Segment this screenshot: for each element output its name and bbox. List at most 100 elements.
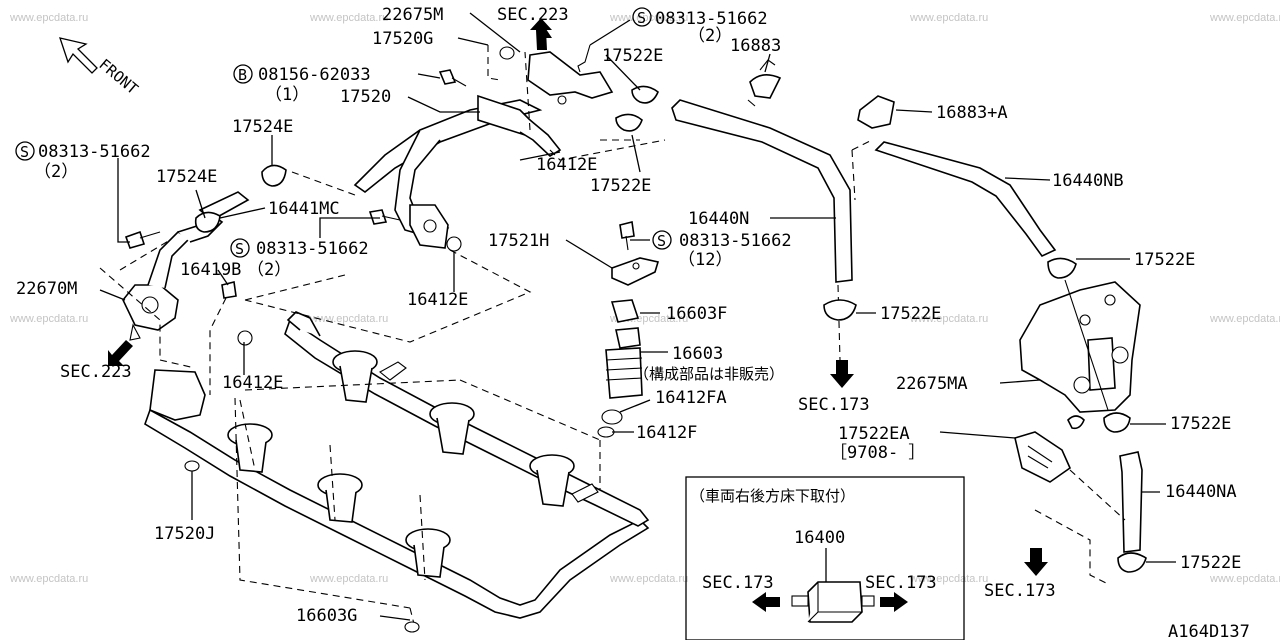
qty-label: （2） <box>34 162 78 182</box>
bolt-group <box>124 69 635 395</box>
b-marker-icon <box>233 64 253 84</box>
part-label: 17520 <box>340 87 391 107</box>
qty-label: （12） <box>678 250 732 270</box>
diagram-id: A164D137 <box>1168 622 1250 640</box>
hose-16440NA <box>1034 451 1147 586</box>
watermark: www.epcdata.ru <box>9 313 88 325</box>
s-symbol: S <box>20 143 29 161</box>
section-ref: SEC.223 <box>60 362 132 382</box>
part-label: 17520G <box>372 29 433 49</box>
watermark: www.epcdata.ru <box>1209 313 1280 325</box>
part-label: 17524E <box>232 117 293 137</box>
watermark: www.epcdata.ru <box>1209 573 1280 585</box>
watermark: www.epcdata.ru <box>309 12 388 24</box>
inset-part-label: 16400 <box>794 528 845 548</box>
part-label: 16441MC <box>268 199 340 219</box>
clip-17521H <box>611 257 660 286</box>
sec-arrow-icons <box>108 18 1048 576</box>
part-label: 17524E <box>156 167 217 187</box>
s-symbol: S <box>235 240 244 258</box>
part-label: 17522E <box>1170 414 1231 434</box>
watermark: www.epcdata.ru <box>909 313 988 325</box>
part-label: 17522E <box>1134 250 1195 270</box>
inset-left-ref: SEC.173 <box>702 573 774 593</box>
watermark: www.epcdata.ru <box>9 12 88 24</box>
watermark: www.epcdata.ru <box>309 313 388 325</box>
fuel-pipe-17520 <box>291 94 666 249</box>
bolt-label: 08313-51662 <box>256 239 369 259</box>
section-ref: SEC.173 <box>984 581 1056 601</box>
part-label: 22675M <box>382 5 443 25</box>
hose-16440NB <box>851 139 1057 258</box>
section-ref: SEC.173 <box>798 395 870 415</box>
b-symbol: B <box>238 66 247 84</box>
inset-right-ref: SEC.173 <box>865 573 937 593</box>
fuel-inlet-flange <box>99 191 250 369</box>
bolt-label: 08156-62033 <box>258 65 371 85</box>
watermark: www.epcdata.ru <box>909 573 988 585</box>
part-label: 17522E <box>1180 553 1241 573</box>
part-label: 16412E <box>536 155 597 175</box>
qty-label: （2） <box>247 260 291 280</box>
clip-17522EA <box>1014 431 1071 483</box>
part-label: 16440NB <box>1052 171 1124 191</box>
watermark: www.epcdata.ru <box>909 12 988 24</box>
part-label: 16883+A <box>936 103 1008 123</box>
front-arrow-icon: FRONT <box>59 37 142 98</box>
watermark: www.epcdata.ru <box>609 573 688 585</box>
injector-16603 <box>597 299 643 438</box>
s-symbol: S <box>657 232 666 250</box>
part-label: 16603 <box>672 344 723 364</box>
clamp-17524E <box>194 164 287 233</box>
bracket-22675MA <box>1019 257 1141 433</box>
note-label: （構成部品は非販売） <box>634 365 784 383</box>
top-damper-group <box>487 44 782 132</box>
part-label: 16883 <box>730 36 781 56</box>
part-label: 16412FA <box>655 388 727 408</box>
part-label: 17522E <box>880 304 941 324</box>
bolt-label: 08313-51662 <box>655 9 768 29</box>
part-label: 17522E <box>590 176 651 196</box>
s-marker-icon <box>652 230 672 250</box>
section-ref: SEC.223 <box>497 5 569 25</box>
part-16883A <box>857 95 895 129</box>
part-label: 16412E <box>407 290 468 310</box>
qty-label: （2） <box>688 26 732 46</box>
s-marker-icon <box>230 238 250 258</box>
part-label: 16603G <box>296 606 357 626</box>
part-label: 16440NA <box>1165 482 1237 502</box>
qty-label: （1） <box>265 85 309 105</box>
hose-16440N <box>671 99 853 361</box>
part-label: 17522E <box>602 46 663 66</box>
clamp-center <box>823 299 857 321</box>
watermark-layer: www.epcdata.ru www.epcdata.ru www.epcdat… <box>9 12 1280 585</box>
date-label: ［9708- ］ <box>830 443 925 463</box>
s-marker-icon <box>632 7 652 27</box>
part-labels: 22675M SEC.223 08313-51662 （2） 17520G 17… <box>16 5 1250 640</box>
part-label: 16419B <box>180 260 241 280</box>
watermark: www.epcdata.ru <box>309 573 388 585</box>
right-arrow-icon <box>880 592 908 612</box>
front-label: FRONT <box>95 55 141 98</box>
part-label: 17521H <box>488 231 549 251</box>
watermark: www.epcdata.ru <box>9 573 88 585</box>
part-label: 16412F <box>636 423 697 443</box>
part-label: 16412E <box>222 373 283 393</box>
filter-inset-box: （車両右後方床下取付） 16400 SEC.173 SEC.173 <box>685 476 965 640</box>
part-label: 17520J <box>154 524 215 544</box>
s-symbol: S <box>637 9 646 27</box>
s-marker-icon <box>15 141 35 161</box>
left-arrow-icon <box>752 592 780 612</box>
part-label: 17522EA <box>838 424 910 444</box>
part-label: 22675MA <box>896 374 968 394</box>
bolt-label: 08313-51662 <box>679 231 792 251</box>
part-label: 22670M <box>16 279 77 299</box>
watermark: www.epcdata.ru <box>1209 12 1280 24</box>
inset-title: （車両右後方床下取付） <box>690 487 855 505</box>
leader-lines <box>99 12 1176 633</box>
symbol-markers: S B S S S <box>15 7 672 258</box>
part-label: 16440N <box>688 209 749 229</box>
fuel-rail-assembly <box>144 311 650 625</box>
part-label: 16603F <box>666 304 727 324</box>
